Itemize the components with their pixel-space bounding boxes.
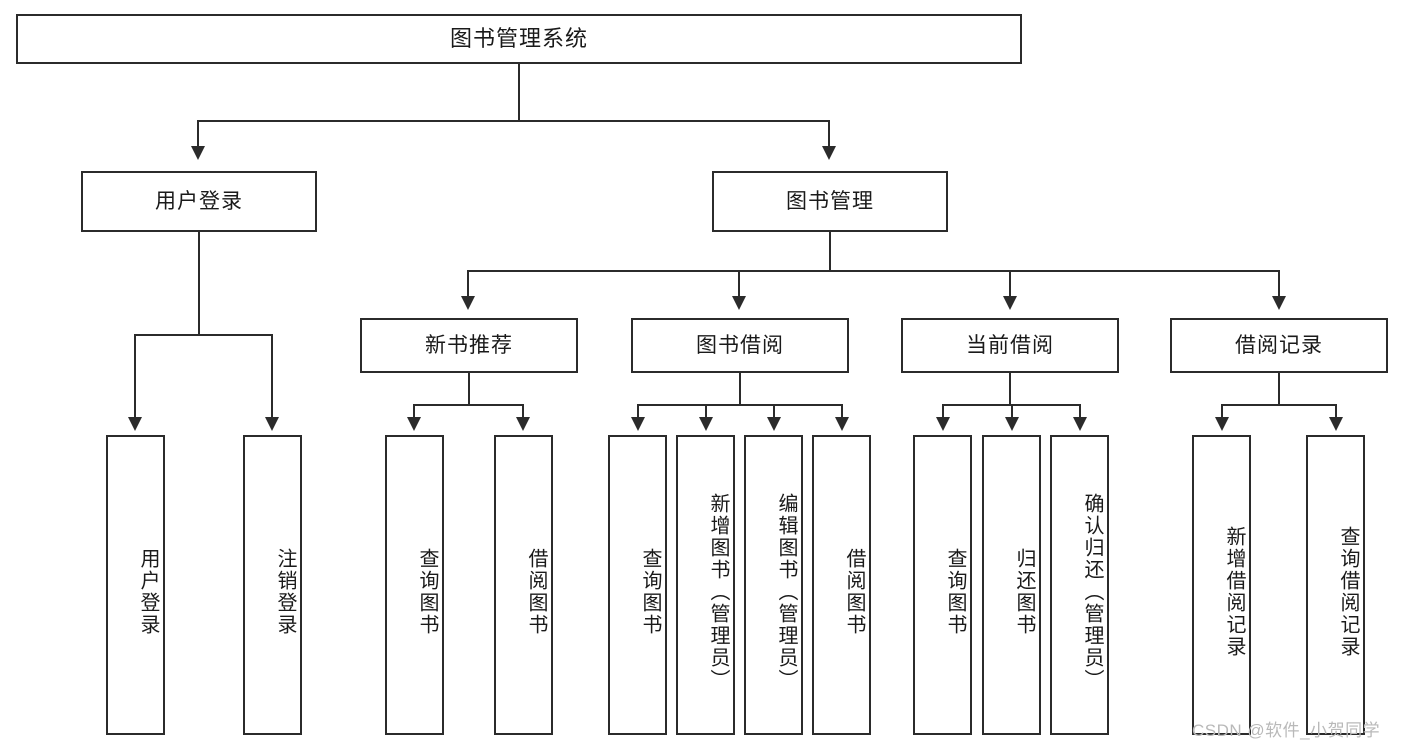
leaf-add-book: 新增图书（管理员） (676, 435, 735, 735)
connector-current-borrow-drop-3 (1079, 404, 1081, 419)
connector-book-borrow-drop-3 (773, 404, 775, 419)
leaf-edit-book-label: 编辑图书（管理员） (775, 493, 797, 691)
connector-book-manage-stem (829, 232, 831, 272)
connector-borrow-record-bus (1221, 404, 1336, 406)
connector-book-borrow-drop-2 (705, 404, 707, 419)
leaf-return-book-label: 归还图书 (1013, 548, 1035, 636)
leaf-query-record: 查询借阅记录 (1306, 435, 1365, 735)
leaf-user-login: 用户登录 (106, 435, 165, 735)
arrow-user-login-leaf-2 (265, 417, 279, 431)
leaf-add-record: 新增借阅记录 (1192, 435, 1251, 735)
arrow-book-manage-child-3 (1003, 296, 1017, 310)
connector-root-stem (518, 64, 520, 122)
leaf-borrow-book-2: 借阅图书 (812, 435, 871, 735)
leaf-user-login-label: 用户登录 (137, 548, 159, 636)
arrow-current-borrow-leaf-3 (1073, 417, 1087, 431)
connector-borrow-record-drop-1 (1221, 404, 1223, 419)
leaf-borrow-book-1-label: 借阅图书 (525, 548, 547, 636)
connector-book-manage-drop-2 (738, 270, 740, 298)
arrow-borrow-record-leaf-1 (1215, 417, 1229, 431)
leaf-add-book-label: 新增图书（管理员） (707, 493, 729, 691)
connector-root-to-book-manage (828, 120, 830, 148)
arrow-root-to-book-manage (822, 146, 836, 160)
node-borrow-record[interactable]: 借阅记录 (1170, 318, 1388, 373)
arrow-book-manage-child-1 (461, 296, 475, 310)
connector-book-manage-drop-3 (1009, 270, 1011, 298)
connector-book-borrow-drop-1 (637, 404, 639, 419)
connector-user-login-bus (134, 334, 272, 336)
connector-user-login-drop-2 (271, 334, 273, 419)
connector-book-manage-bus (467, 270, 1279, 272)
connector-root-to-user-login (197, 120, 199, 148)
arrow-current-borrow-leaf-1 (936, 417, 950, 431)
leaf-query-book-2: 查询图书 (608, 435, 667, 735)
arrow-user-login-leaf-1 (128, 417, 142, 431)
node-book-borrow[interactable]: 图书借阅 (631, 318, 849, 373)
leaf-confirm-return-label: 确认归还（管理员） (1081, 493, 1103, 691)
leaf-add-record-label: 新增借阅记录 (1223, 526, 1245, 658)
connector-new-book-drop-2 (522, 404, 524, 419)
arrow-new-book-leaf-1 (407, 417, 421, 431)
node-new-book-recommend[interactable]: 新书推荐 (360, 318, 578, 373)
csdn-watermark: CSDN @软件_小贺同学 (1192, 721, 1381, 740)
leaf-logout-label: 注销登录 (274, 548, 296, 636)
node-root-system[interactable]: 图书管理系统 (16, 14, 1022, 64)
connector-root-bus (197, 120, 829, 122)
leaf-borrow-book-2-label: 借阅图书 (843, 548, 865, 636)
arrow-book-borrow-leaf-2 (699, 417, 713, 431)
node-current-borrow[interactable]: 当前借阅 (901, 318, 1119, 373)
connector-book-manage-drop-1 (467, 270, 469, 298)
leaf-query-book-3: 查询图书 (913, 435, 972, 735)
arrow-new-book-leaf-2 (516, 417, 530, 431)
connector-new-book-bus (413, 404, 523, 406)
connector-borrow-record-drop-2 (1335, 404, 1337, 419)
leaf-return-book: 归还图书 (982, 435, 1041, 735)
leaf-confirm-return: 确认归还（管理员） (1050, 435, 1109, 735)
arrow-book-borrow-leaf-4 (835, 417, 849, 431)
node-user-login[interactable]: 用户登录 (81, 171, 317, 232)
leaf-query-book-2-label: 查询图书 (639, 548, 661, 636)
arrow-book-manage-child-4 (1272, 296, 1286, 310)
leaf-borrow-book-1: 借阅图书 (494, 435, 553, 735)
leaf-query-book-1: 查询图书 (385, 435, 444, 735)
connector-current-borrow-stem (1009, 373, 1011, 406)
arrow-root-to-user-login (191, 146, 205, 160)
arrow-borrow-record-leaf-2 (1329, 417, 1343, 431)
node-book-manage[interactable]: 图书管理 (712, 171, 948, 232)
arrow-current-borrow-leaf-2 (1005, 417, 1019, 431)
leaf-query-book-1-label: 查询图书 (416, 548, 438, 636)
connector-new-book-stem (468, 373, 470, 406)
connector-user-login-drop-1 (134, 334, 136, 419)
connector-book-borrow-drop-4 (841, 404, 843, 419)
arrow-book-borrow-leaf-3 (767, 417, 781, 431)
leaf-edit-book: 编辑图书（管理员） (744, 435, 803, 735)
leaf-query-book-3-label: 查询图书 (944, 548, 966, 636)
connector-new-book-drop-1 (413, 404, 415, 419)
connector-user-login-stem (198, 232, 200, 335)
connector-current-borrow-drop-2 (1011, 404, 1013, 419)
connector-borrow-record-stem (1278, 373, 1280, 406)
connector-current-borrow-drop-1 (942, 404, 944, 419)
leaf-query-record-label: 查询借阅记录 (1337, 526, 1359, 658)
connector-book-manage-drop-4 (1278, 270, 1280, 298)
arrow-book-manage-child-2 (732, 296, 746, 310)
leaf-logout: 注销登录 (243, 435, 302, 735)
connector-book-borrow-stem (739, 373, 741, 406)
arrow-book-borrow-leaf-1 (631, 417, 645, 431)
connector-book-borrow-bus (637, 404, 842, 406)
